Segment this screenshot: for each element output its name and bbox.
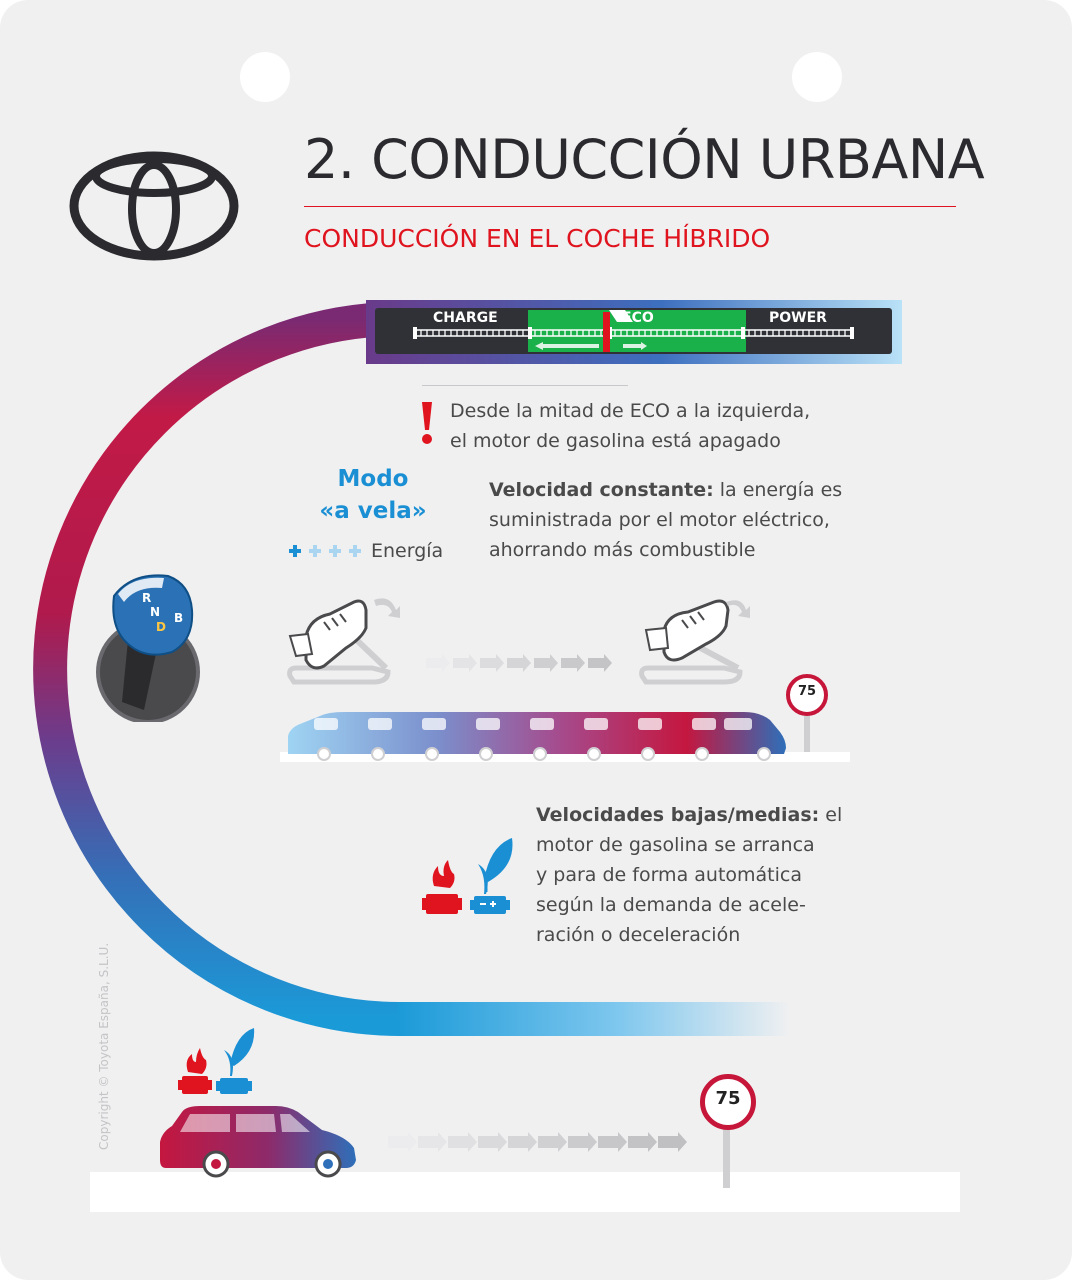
title-divider — [304, 206, 956, 207]
note-divider — [422, 385, 628, 386]
flow-arrows-top — [426, 654, 612, 672]
gauge-power-label: POWER — [769, 310, 827, 326]
gear-shifter-icon: R N D B — [96, 574, 200, 722]
mode-title-line-2: «a vela» — [319, 498, 427, 524]
speed-limit-value-top: 75 — [797, 684, 817, 699]
toyota-logo-icon — [69, 151, 239, 261]
constant-speed-line-2: suministrada por el motor eléctrico, — [489, 509, 830, 531]
page-subtitle: CONDUCCIÓN EN EL COCHE HÍBRIDO — [304, 224, 771, 253]
road-bottom — [90, 1172, 960, 1212]
gear-r: R — [142, 591, 151, 605]
mode-title-line-1: Modo — [337, 466, 409, 492]
low-speed-line-4: según la demanda de acele- — [536, 894, 806, 916]
engine-electric-icons — [422, 838, 513, 914]
copyright-text: Copyright © Toyota España, S.L.U. — [97, 942, 111, 1150]
speed-limit-sign-top — [786, 674, 828, 716]
cars-sequence — [288, 712, 786, 761]
energy-plus-icons — [289, 545, 361, 557]
hybrid-car-icon — [160, 1106, 356, 1178]
gauge-eco-label: ECO — [622, 310, 654, 326]
gauge-needle — [603, 312, 610, 352]
speed-limit-value-bottom: 75 — [715, 1088, 741, 1109]
pedal-release-icon — [639, 599, 750, 685]
gear-b: B — [174, 611, 183, 625]
gear-n: N — [150, 605, 160, 619]
speed-limit-sign-bottom — [700, 1074, 756, 1130]
sign-pole-bottom — [723, 1124, 730, 1188]
low-speed-line-1-text: el — [819, 804, 843, 826]
energy-label: Energía — [371, 540, 444, 562]
constant-speed-heading: Velocidad constante: — [489, 479, 714, 501]
constant-speed-line-3: ahorrando más combustible — [489, 539, 756, 561]
low-speed-line-2: motor de gasolina se arranca — [536, 834, 815, 856]
note-line-2: el motor de gasolina está apagado — [450, 430, 781, 452]
road-top — [280, 752, 850, 762]
sign-pole-top — [804, 713, 810, 757]
punch-hole-left — [240, 52, 290, 102]
warning-icon — [422, 402, 432, 444]
note-line-1: Desde la mitad de ECO a la izquierda, — [450, 400, 811, 422]
gear-d: D — [156, 620, 166, 634]
engine-electric-icons-bottom — [178, 1028, 255, 1094]
gauge-scale — [413, 310, 854, 350]
flow-arrows-bottom — [388, 1132, 687, 1152]
low-speed-line-1: Velocidades bajas/medias: el — [536, 800, 842, 830]
low-speed-heading: Velocidades bajas/medias: — [536, 804, 820, 826]
page-title: 2. CONDUCCIÓN URBANA — [304, 128, 985, 191]
constant-speed-line-1-text: la energía es — [713, 479, 843, 501]
constant-speed-line-1: Velocidad constante: la energía es — [489, 475, 842, 505]
low-speed-line-5: ración o deceleración — [536, 924, 741, 946]
punch-hole-right — [792, 52, 842, 102]
low-speed-line-3: y para de forma automática — [536, 864, 802, 886]
pedal-press-icon — [287, 598, 400, 685]
gauge-charge-label: CHARGE — [433, 310, 498, 326]
